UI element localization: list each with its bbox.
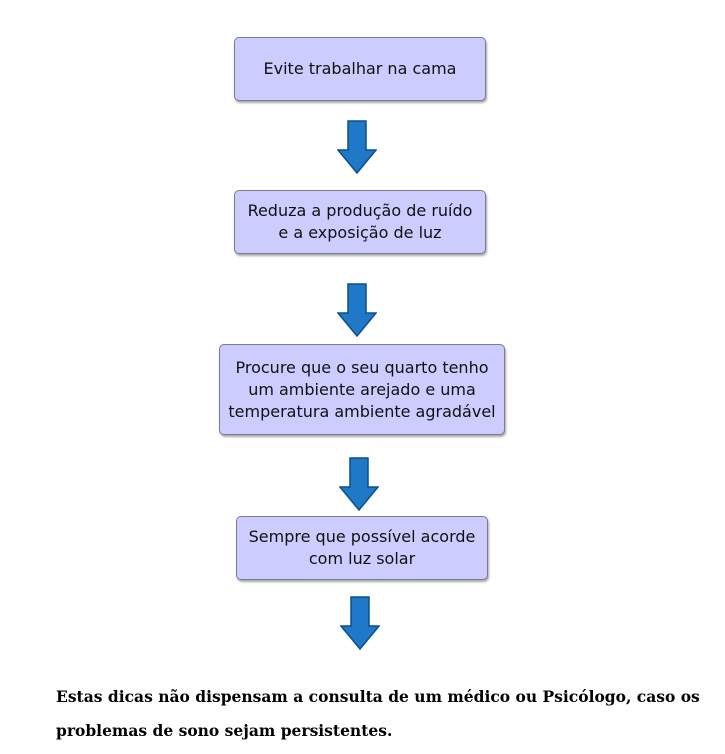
disclaimer-note: Estas dicas não dispensam a consulta de … (56, 687, 700, 740)
flow-step-2: Reduza a produção de ruído e a exposição… (234, 190, 486, 254)
down-arrow-icon (340, 596, 380, 650)
flow-step-4: Sempre que possível acorde com luz solar (236, 516, 488, 580)
flow-step-1: Evite trabalhar na cama (234, 37, 486, 101)
flow-step-1-text: Evite trabalhar na cama (263, 59, 457, 78)
flow-step-3-text: Procure que o seu quarto tenho um ambien… (228, 357, 496, 421)
flow-step-3: Procure que o seu quarto tenho um ambien… (219, 344, 505, 435)
flow-step-2-text: Reduza a produção de ruído e a exposição… (247, 201, 473, 242)
flow-step-4-text: Sempre que possível acorde com luz solar (248, 527, 476, 568)
down-arrow-icon (337, 283, 377, 337)
down-arrow-icon (339, 457, 379, 511)
down-arrow-icon (337, 120, 377, 174)
